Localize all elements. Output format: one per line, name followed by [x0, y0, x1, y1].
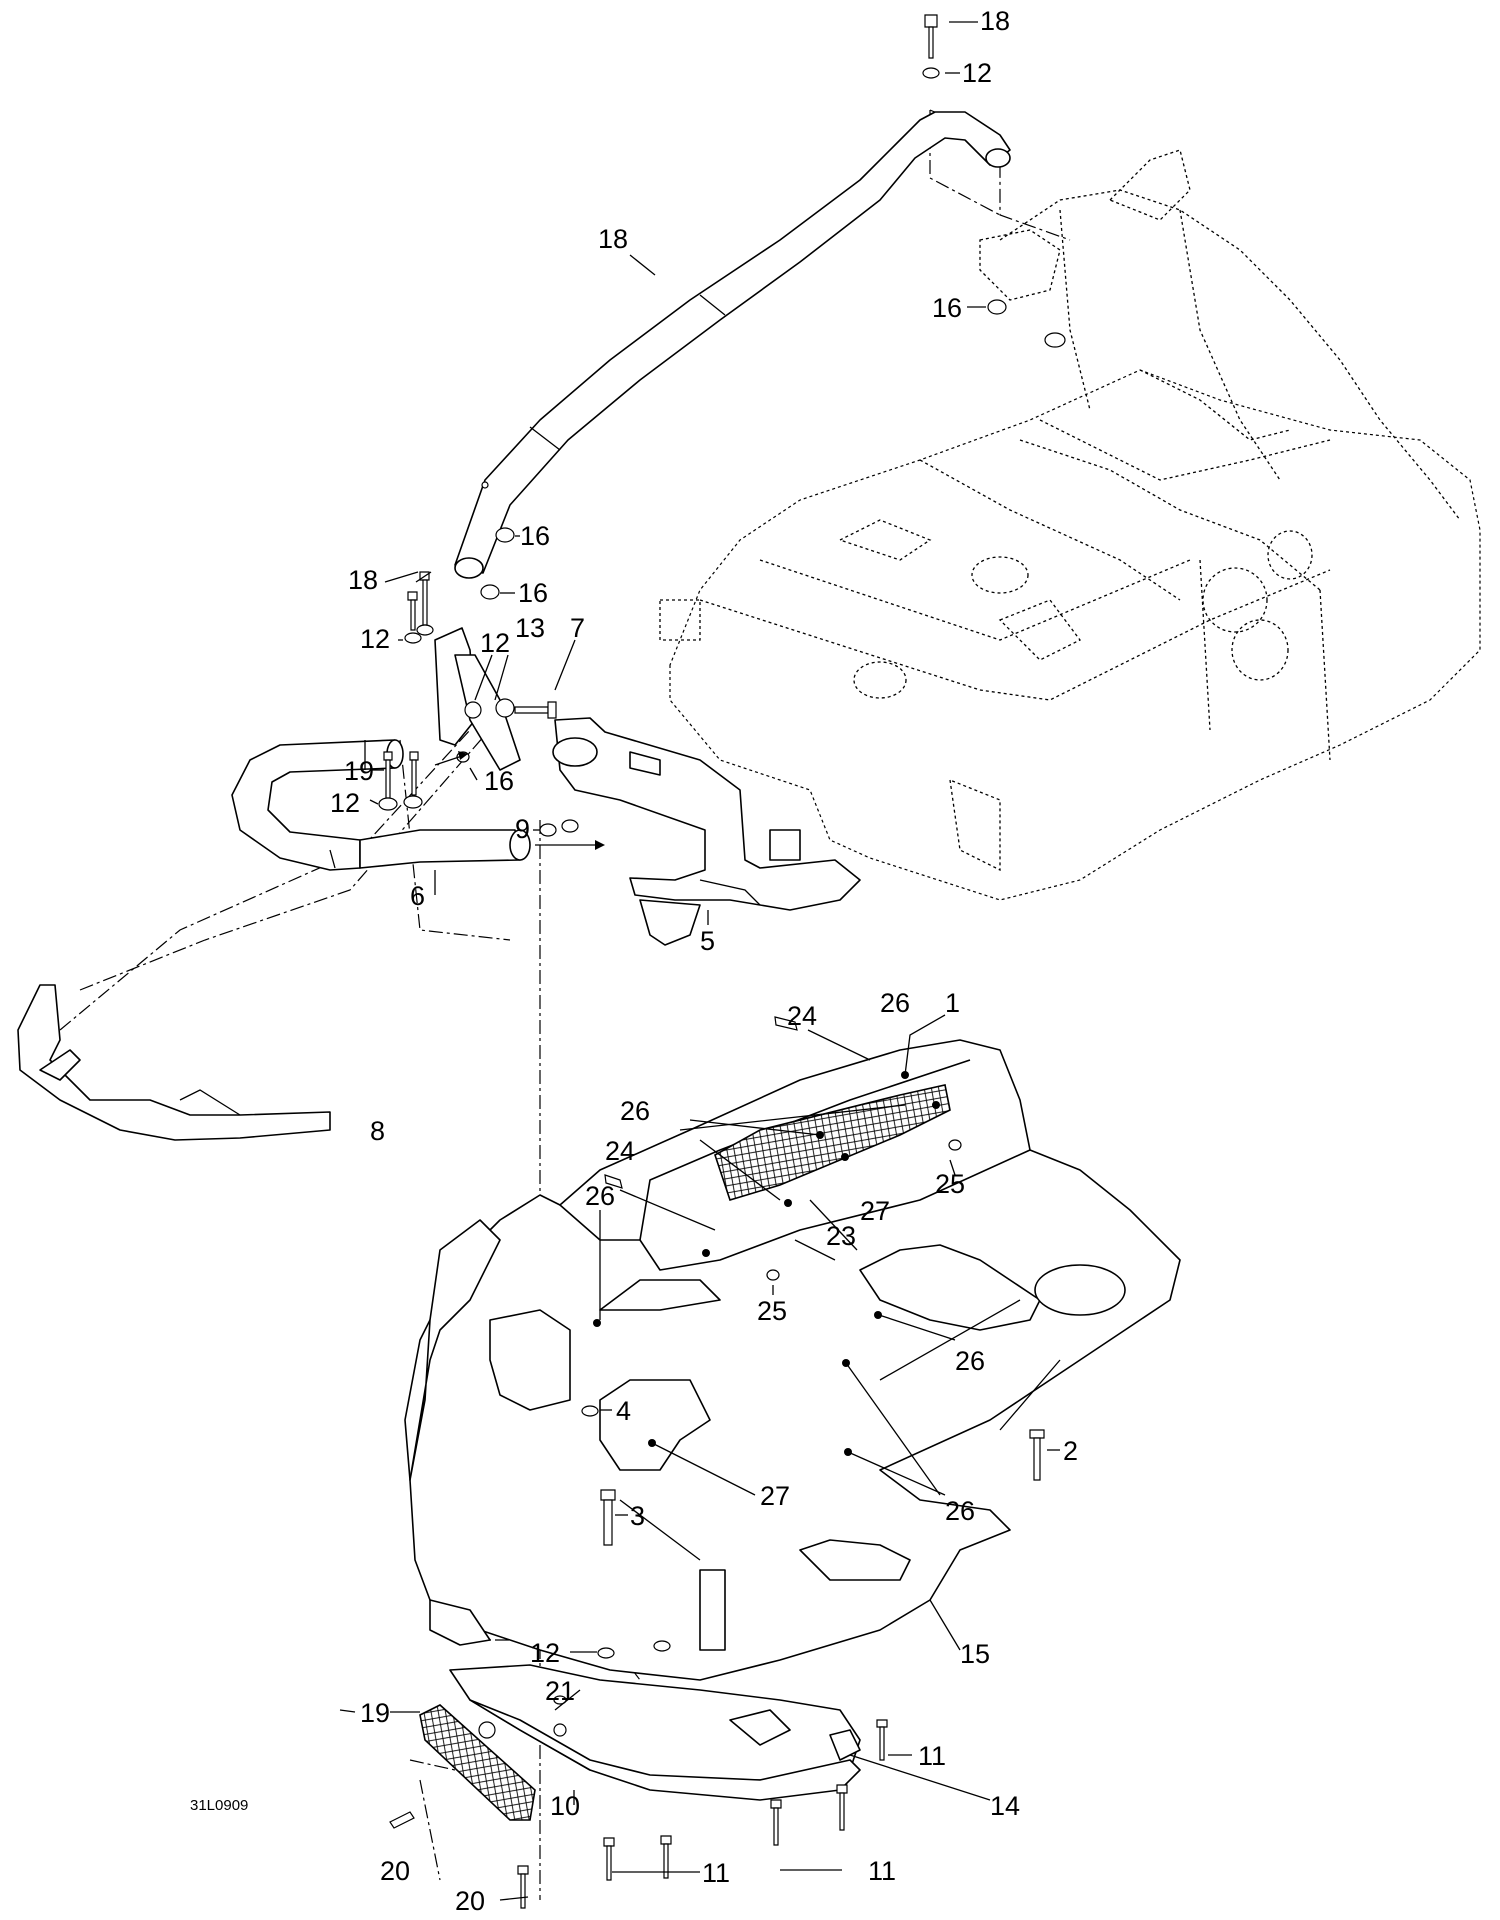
- callout-25: 25: [757, 1296, 787, 1326]
- callout-12: 12: [360, 624, 390, 654]
- callout-25: 25: [935, 1169, 965, 1199]
- callout-4: 4: [616, 1396, 631, 1426]
- callout-26: 26: [880, 988, 910, 1018]
- callout-16: 16: [484, 766, 514, 796]
- callout-6: 6: [410, 881, 425, 911]
- callout-16: 16: [518, 578, 548, 608]
- callout-26: 26: [955, 1346, 985, 1376]
- callout-26: 26: [945, 1496, 975, 1526]
- front-bumper: [17, 984, 331, 1141]
- callout-26: 26: [585, 1181, 615, 1211]
- callout-18: 18: [348, 565, 378, 595]
- callout-2: 2: [1063, 1436, 1078, 1466]
- callout-24: 24: [787, 1001, 817, 1031]
- callout-12: 12: [530, 1638, 560, 1668]
- front-bracket-assembly: [552, 717, 861, 946]
- roll-bar: [454, 111, 1011, 579]
- callout-20: 20: [380, 1856, 410, 1886]
- callout-19: 19: [360, 1698, 390, 1728]
- callout-3: 3: [630, 1501, 645, 1531]
- document-id: 31L0909: [190, 1797, 248, 1814]
- callout-20: 20: [455, 1886, 485, 1916]
- callout-16: 16: [932, 293, 962, 323]
- leader-lines: [339, 21, 1060, 1901]
- chassis-frame: [659, 149, 1481, 901]
- callout-16: 16: [520, 521, 550, 551]
- callout-14: 14: [990, 1791, 1020, 1821]
- callout-12: 12: [480, 628, 510, 658]
- reference-dots: [593, 1071, 962, 1456]
- callout-1: 1: [945, 988, 960, 1018]
- callout-27: 27: [860, 1196, 890, 1226]
- callout-27: 27: [760, 1481, 790, 1511]
- callout-8: 8: [370, 1116, 385, 1146]
- belly-pan-assembly: [404, 1039, 1181, 1681]
- callout-7: 7: [570, 613, 585, 643]
- callout-5: 5: [700, 926, 715, 956]
- mesh-panel: [419, 1704, 536, 1821]
- callout-18: 19: [344, 756, 374, 786]
- callout-11: 11: [868, 1856, 896, 1886]
- callout-13: 13: [515, 613, 545, 643]
- callout-15: 15: [960, 1639, 990, 1669]
- front-handle-bar: [231, 739, 531, 871]
- callout-labels: 18 12 18 16 16 16 18 12 12 13 7 19 12 16…: [190, 6, 1078, 1916]
- callout-24: 24: [605, 1136, 635, 1166]
- callout-10: 10: [550, 1791, 580, 1821]
- callout-11: 11: [702, 1858, 730, 1888]
- callout-26: 26: [620, 1096, 650, 1126]
- callout-18: 18: [980, 6, 1010, 36]
- callout-9: 9: [515, 814, 530, 844]
- callout-23: 23: [826, 1221, 856, 1251]
- callout-12: 12: [962, 58, 992, 88]
- callout-11: 11: [918, 1741, 946, 1771]
- callout-17: 18: [598, 224, 628, 254]
- callout-21: 21: [545, 1676, 575, 1706]
- side-bracket: [434, 627, 557, 771]
- callout-12: 12: [330, 788, 360, 818]
- skid-plate: [449, 1664, 861, 1801]
